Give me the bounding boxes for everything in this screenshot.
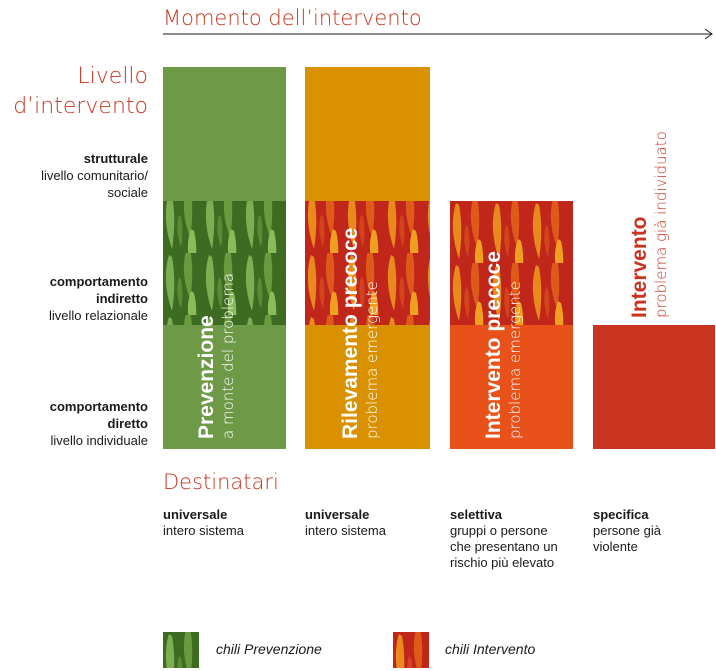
chili-prevention-band xyxy=(163,201,286,325)
recipient-specific: specifica persone già violente xyxy=(593,507,661,554)
recipient-universal-2: universale intero sistema xyxy=(305,507,386,538)
recipient-universal-1: universale intero sistema xyxy=(163,507,244,538)
level-direct: comportamento diretto livello individual… xyxy=(49,399,148,448)
column-intervention xyxy=(593,325,715,449)
column-prevention: Prevenzione a monte del problema xyxy=(163,67,286,449)
column-early-detection: Rilevamento precoce problema emergente xyxy=(305,67,430,449)
prevention-block xyxy=(163,67,286,449)
level-structural: strutturale livello comunitario/ sociale xyxy=(41,151,148,200)
prevention-label: Prevenzione a monte del problema xyxy=(195,272,237,439)
moment-title: Momento dell’intervento xyxy=(163,6,422,30)
early-intervention-block xyxy=(450,201,573,449)
chili-intervention-band xyxy=(305,201,430,325)
legend-swatch-intervention xyxy=(393,632,429,668)
legend-swatch-prevention xyxy=(163,632,199,668)
intervention-label: Intervento problema già individuato xyxy=(628,131,670,318)
recipients-title: Destinatari xyxy=(163,470,279,494)
chili-intervention-band xyxy=(450,201,573,325)
early-detection-block xyxy=(305,67,430,449)
column-early-intervention: Intervento precoce problema emergente xyxy=(450,201,573,449)
legend-label-prevention: chili Prevenzione xyxy=(216,641,322,657)
level-title: Livello d’intervento xyxy=(13,64,148,119)
time-arrow xyxy=(163,28,713,40)
early-detection-label: Rilevamento precoce problema emergente xyxy=(339,227,381,439)
level-indirect: comportamento indiretto livello relazion… xyxy=(49,274,148,323)
legend-label-intervention: chili Intervento xyxy=(445,641,536,657)
recipient-selective: selettiva gruppi o persone che presentan… xyxy=(450,507,558,570)
early-intervention-label: Intervento precoce problema emergente xyxy=(482,251,524,439)
